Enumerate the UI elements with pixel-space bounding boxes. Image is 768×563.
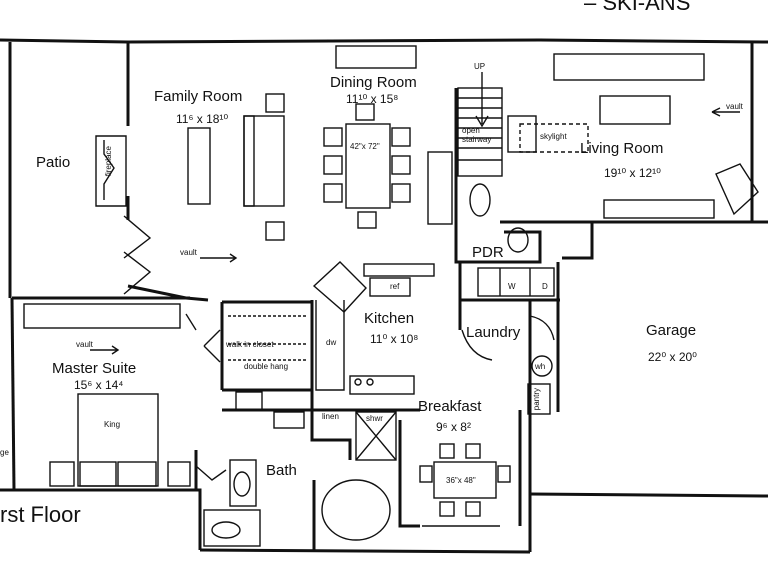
room-dining-label: Dining Room [330,74,417,91]
family-sofa-back [243,115,255,207]
living-cabinet [553,53,705,81]
room-breakfast-dim: 9⁶ x 8² [436,420,471,434]
room-pdr-label: PDR [472,244,504,261]
fireplace-label: fireplace [104,146,113,177]
floor-label: rst Floor [0,502,81,527]
pantry-label: pantry [532,388,541,411]
wall-master-left [10,297,16,491]
bath-vanity-left [229,459,257,507]
living-sofa [599,95,671,125]
bath-tub [321,479,391,541]
bath-toilet [233,471,251,497]
pantry-box [527,383,551,415]
vault-label-family: vault [180,248,197,257]
living-bench [603,199,715,219]
laundry-counter [477,267,555,297]
kitchen-corner-sink [312,261,367,313]
wall-top-left [0,38,129,44]
room-laundry-label: Laundry [466,324,521,341]
kitchen-island [349,375,415,395]
wall-top-main [127,38,768,44]
shower-label: shwr [366,414,383,423]
room-family-dim: 11⁶ x 18¹⁰ [176,112,229,126]
walk-in-closet-label: walk in closet [226,340,274,349]
kitchen-counter [315,300,345,391]
room-garage-label: Garage [646,322,697,339]
wall-bath-bottom [199,548,531,554]
room-living-dim: 19¹⁰ x 12¹⁰ [604,166,661,180]
refrigerator-label: ref [390,282,400,291]
dining-table-size: 42"x 72" [350,142,380,151]
patio-door-swing [123,215,152,295]
dining-sideboard [427,151,453,225]
laundry-door-swing [461,329,493,361]
bath-vanity-bottom [203,509,261,547]
closet-door-swing [203,329,221,363]
room-family-label: Family Room [154,88,243,105]
nightstand-right [167,461,191,487]
wall-garage-bottom [529,492,768,498]
dishwasher-label: dw [326,338,337,347]
dryer-label: D [542,282,548,291]
family-coffee-table [187,127,211,205]
washer-label: W [508,282,516,291]
pdr-sink [507,227,529,253]
kitchen-ref [369,277,411,297]
fireplace-symbol [95,135,127,207]
double-hang-label: double hang [244,362,289,371]
room-garage-dim: 22⁰ x 20⁰ [648,350,697,364]
kitchen-upper-counter [363,263,435,277]
vault-label-master: vault [76,340,93,349]
dining-table-shape [345,123,391,209]
room-master-label: Master Suite [52,360,137,377]
room-master-dim: 15⁶ x 14⁴ [74,378,124,392]
edge-label-ge: ge [0,448,9,457]
open-stairway-label: open stairway [462,126,492,144]
family-end-table-top [265,93,285,113]
breakfast-table-size: 36"x 48" [446,476,476,485]
breakfast-table-shape [433,461,497,499]
shower [355,411,397,461]
wall-garage-top [562,220,768,260]
room-patio-label: Patio [36,154,71,171]
stair-up-label: UP [474,62,486,71]
header-partial-text: – SKI-ANS [584,0,691,15]
wall-bath-left [194,450,202,550]
king-bed-label: King [104,420,121,429]
living-armchair-right [715,163,759,216]
room-kitchen-dim: 11⁰ x 10⁸ [370,332,419,346]
wall-pdr [454,230,542,264]
wall-breakfast-left [398,420,420,528]
room-living-label: Living Room [580,140,664,157]
water-heater [531,355,553,377]
nightstand-left [49,461,75,487]
room-bath-label: Bath [266,462,297,479]
room-kitchen-label: Kitchen [364,310,415,327]
skylight-label: skylight [540,132,567,141]
dining-buffet [335,45,417,69]
linen-label: linen [322,412,339,421]
stairway [457,87,503,177]
water-heater-label: wh [535,362,546,371]
living-chair-left [507,115,537,153]
vault-label-living: vault [726,102,743,111]
room-breakfast-label: Breakfast [418,398,482,415]
skylight-outline [519,123,589,153]
family-end-table-bottom [265,221,285,241]
master-dresser [23,303,181,329]
wall-bath-mid [310,410,352,460]
pdr-toilet [469,183,491,217]
laundry-door-swing-2 [529,315,555,341]
room-dining-dim: 11¹⁰ x 15⁸ [346,92,399,106]
family-sofa [243,115,285,207]
